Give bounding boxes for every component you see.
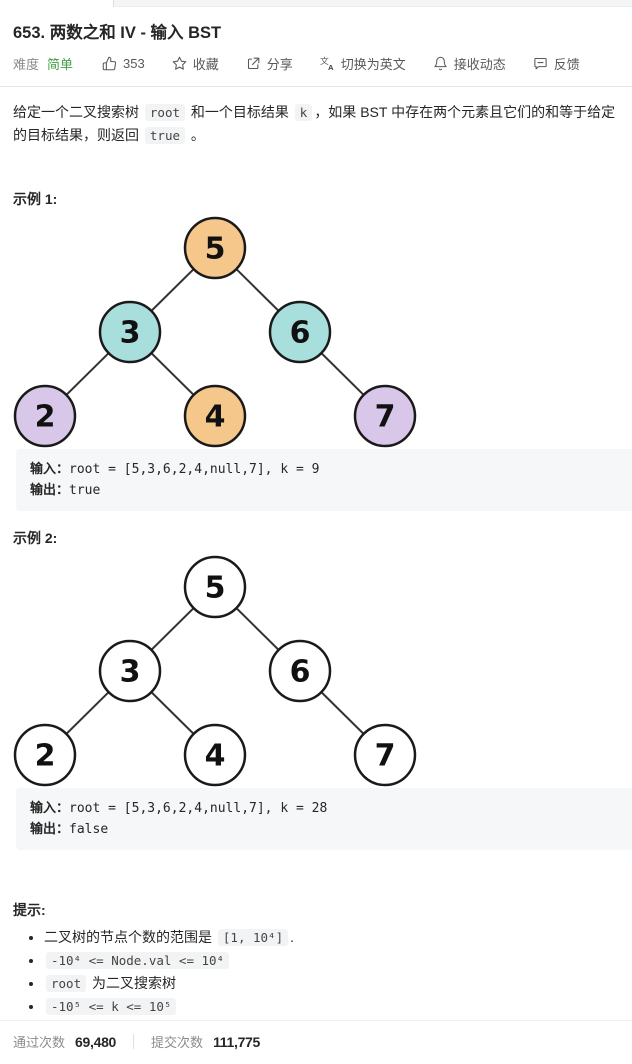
header-divider	[0, 86, 632, 87]
problem-description: 给定一个二叉搜索树 root 和一个目标结果 k，如果 BST 中存在两个元素且…	[13, 101, 619, 147]
share-label: 分享	[266, 56, 293, 72]
tree-node	[98, 639, 162, 703]
footer-divider	[133, 1034, 135, 1049]
tree-node-value: 5	[205, 571, 226, 606]
example-1-label: 示例 1:	[13, 191, 58, 207]
svg-text:文: 文	[320, 56, 329, 67]
like-count: 353	[123, 55, 145, 71]
difficulty-value: 简单	[47, 56, 74, 72]
description-text: 。	[187, 127, 205, 143]
feedback-button[interactable]: 反馈	[533, 54, 580, 73]
subscribe-label: 接收动态	[453, 56, 506, 72]
tree-node	[353, 384, 417, 448]
tree-node-value: 4	[205, 739, 226, 774]
example-2-output: 输出：false	[30, 819, 618, 840]
tree-node-value: 2	[35, 400, 56, 435]
switch-language-label: 切换为英文	[340, 56, 406, 72]
star-icon	[172, 56, 187, 70]
input-label: 输入：	[30, 461, 70, 476]
tree-node-value: 2	[35, 739, 56, 774]
constraint-item: root 为二叉搜索树	[44, 974, 619, 993]
tree-node-value: 3	[120, 655, 141, 690]
tab-strip	[0, 0, 632, 7]
constraint-item: 二叉树的节点个数的范围是 [1, 10⁴].	[44, 928, 619, 947]
tree-node	[268, 300, 332, 364]
constraint-code: -10⁴ <= Node.val <= 10⁴	[46, 952, 230, 969]
constraint-text: .	[290, 929, 294, 945]
thumbs-up-icon	[102, 56, 117, 70]
example-1-tree-image: 5 3 6 2 4 7	[13, 216, 417, 448]
description-text: 给定一个二叉搜索树	[13, 104, 143, 120]
example-2-tree-image: 5 3 6 2 4 7	[13, 555, 417, 787]
difficulty-label: 难度	[13, 56, 40, 72]
bell-icon	[434, 56, 447, 70]
share-icon	[247, 57, 260, 69]
example-2-io-block: 输入：root = [5,3,6,2,4,null,7], k = 28 输出：…	[16, 788, 632, 850]
constraint-text: 二叉树的节点个数的范围是	[44, 929, 216, 945]
output-value: true	[69, 483, 101, 498]
description-text: ，如果 BST 中存在两个元素且它们的和等于给定的目标结果，则返回	[13, 104, 616, 143]
example-1-io-block: 输入：root = [5,3,6,2,4,null,7], k = 9 输出：t…	[16, 449, 632, 511]
tree-node	[183, 384, 247, 448]
tree-node-value: 7	[375, 400, 396, 435]
inline-code-k: k	[294, 104, 313, 121]
accepted-label: 通过次数	[13, 1035, 66, 1050]
tree-node	[98, 300, 162, 364]
constraint-code: -10⁵ <= k <= 10⁵	[46, 998, 177, 1015]
tree-node-value: 6	[290, 655, 311, 690]
constraints-list: 二叉树的节点个数的范围是 [1, 10⁴]. -10⁴ <= Node.val …	[13, 928, 619, 1016]
output-label: 输出：	[30, 482, 70, 497]
constraint-code: [1, 10⁴]	[217, 929, 289, 946]
tree-node	[13, 723, 77, 787]
translate-icon: 文A	[320, 56, 334, 71]
favorite-button[interactable]: 收藏	[172, 54, 219, 73]
tree-node	[353, 723, 417, 787]
constraints-heading: 提示:	[13, 902, 46, 918]
tree-node	[183, 216, 247, 280]
constraint-code: root	[46, 975, 87, 992]
tree-node-value: 6	[290, 316, 311, 351]
feedback-icon	[534, 57, 547, 69]
tree-node	[268, 639, 332, 703]
constraint-item: -10⁴ <= Node.val <= 10⁴	[44, 951, 619, 970]
example-1-output: 输出：true	[30, 480, 618, 501]
accepted-count: 69,480	[75, 1033, 117, 1050]
constraint-item: -10⁵ <= k <= 10⁵	[44, 997, 619, 1016]
difficulty-badge: 难度 简单	[13, 54, 73, 73]
tab-bar-background	[113, 0, 632, 7]
output-label: 输出：	[30, 821, 70, 836]
problem-title: 653. 两数之和 IV - 输入 BST	[13, 24, 222, 42]
subscribe-button[interactable]: 接收动态	[433, 54, 506, 73]
active-tab-edge	[0, 0, 113, 7]
tree-node	[183, 723, 247, 787]
tree-node-value: 7	[375, 739, 396, 774]
example-2-label: 示例 2:	[13, 530, 58, 546]
constraint-text: 为二叉搜索树	[88, 975, 176, 991]
input-value: root = [5,3,6,2,4,null,7], k = 9	[69, 462, 320, 477]
inline-code-true: true	[144, 127, 185, 144]
submitted-label: 提交次数	[151, 1035, 204, 1050]
tree-node-value: 3	[120, 316, 141, 351]
submitted-count: 111,775	[213, 1033, 261, 1050]
tree-node-value: 5	[205, 232, 226, 267]
svg-text:A: A	[328, 63, 334, 70]
favorite-label: 收藏	[192, 56, 219, 72]
output-value: false	[69, 822, 109, 837]
example-2-input: 输入：root = [5,3,6,2,4,null,7], k = 28	[30, 798, 618, 819]
tree-node	[13, 384, 77, 448]
feedback-label: 反馈	[553, 56, 580, 72]
input-label: 输入：	[30, 800, 70, 815]
stats-footer: 通过次数 69,480 提交次数 111,775	[0, 1020, 632, 1064]
tree-node	[183, 555, 247, 619]
like-button[interactable]: 353	[102, 56, 145, 71]
example-1-input: 输入：root = [5,3,6,2,4,null,7], k = 9	[30, 459, 618, 480]
inline-code-root: root	[144, 104, 185, 121]
input-value: root = [5,3,6,2,4,null,7], k = 28	[69, 801, 328, 816]
share-button[interactable]: 分享	[246, 54, 293, 73]
tree-node-value: 4	[205, 400, 226, 435]
description-text: 和一个目标结果	[187, 104, 293, 120]
